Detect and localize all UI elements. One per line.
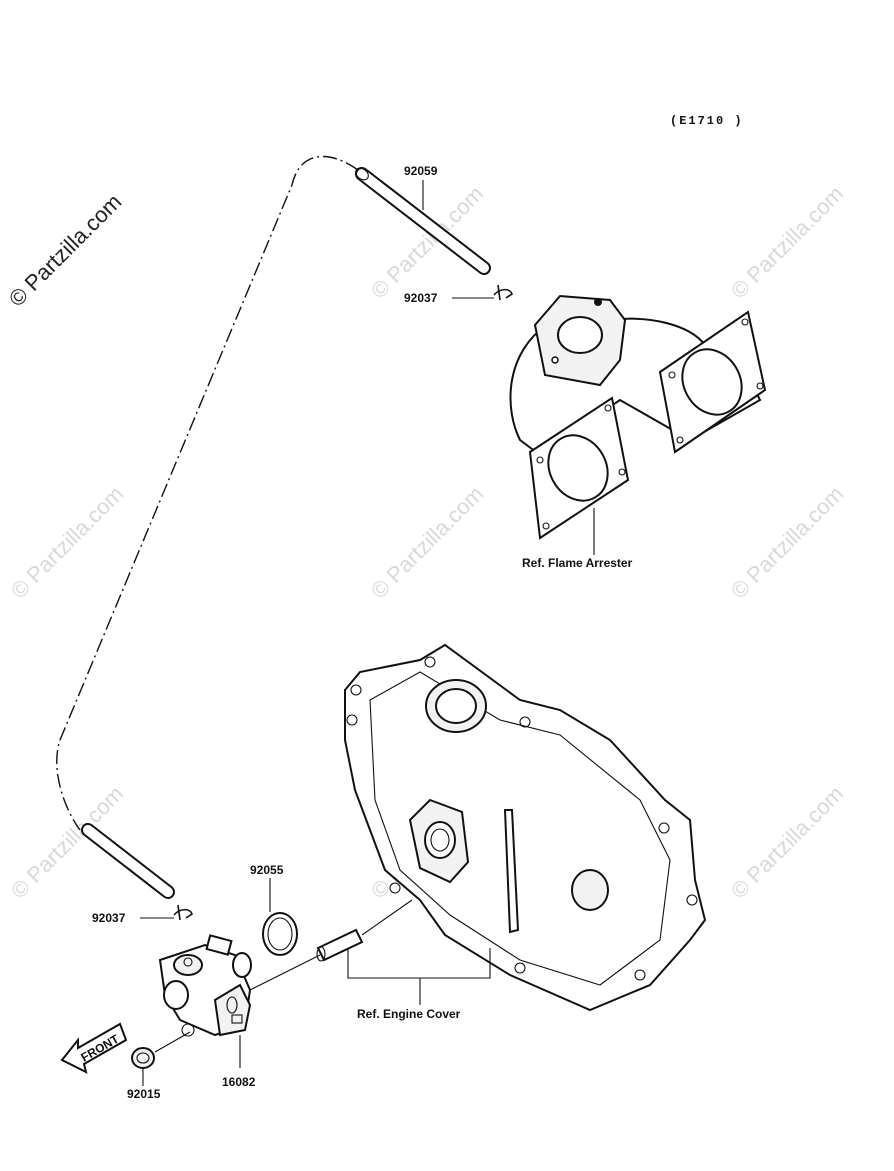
ref-flame-arrester[interactable]: Ref. Flame Arrester: [522, 556, 633, 570]
o-ring[interactable]: [262, 912, 298, 956]
front-arrow-icon: FRONT: [60, 1022, 128, 1074]
part-label-92055[interactable]: 92055: [250, 863, 284, 877]
part-label-92059[interactable]: 92059: [404, 164, 438, 178]
fitting-nut[interactable]: [131, 1047, 155, 1069]
part-label-92037-upper[interactable]: 92037: [404, 291, 438, 305]
diagram-code: (E1710 ): [670, 114, 744, 128]
watermark: © Partzilla.com: [726, 481, 849, 604]
watermark: © Partzilla.com: [726, 181, 849, 304]
ref-engine-cover[interactable]: Ref. Engine Cover: [357, 1007, 461, 1021]
clamp-upper[interactable]: [493, 284, 513, 301]
clamp-lower[interactable]: [173, 904, 193, 921]
hose-upper[interactable]: [353, 166, 491, 275]
stud-fitting: [316, 928, 364, 962]
bracket-line: [347, 948, 491, 979]
leader-line: [361, 899, 413, 936]
part-label-92015[interactable]: 92015: [127, 1087, 161, 1101]
part-label-92037-lower[interactable]: 92037: [92, 911, 126, 925]
flame-arrester-manifold: [509, 294, 767, 540]
engine-cover: [344, 643, 707, 1012]
watermark-main: © Partzilla.com: [4, 189, 127, 312]
part-label-16082[interactable]: 16082: [222, 1075, 256, 1089]
watermark: © Partzilla.com: [366, 481, 489, 604]
hose-route-line: [56, 155, 359, 831]
watermark: © Partzilla.com: [6, 481, 129, 604]
leader-line: [154, 1031, 191, 1053]
leader-line: [249, 954, 321, 991]
hose-lower[interactable]: [81, 823, 175, 899]
watermark: © Partzilla.com: [726, 781, 849, 904]
fuel-valve[interactable]: [158, 934, 252, 1037]
